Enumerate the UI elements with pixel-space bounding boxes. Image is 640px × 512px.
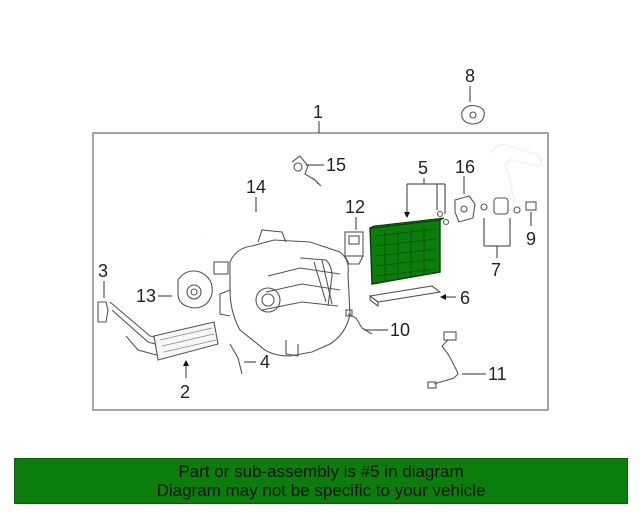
assembly-frame (92, 132, 549, 411)
part-8-grommet[interactable]: 8 (461, 66, 485, 125)
part-3-clip[interactable]: 3 (97, 261, 109, 323)
callout-3-label: 3 (98, 261, 108, 281)
callout-12-label: 12 (345, 197, 365, 217)
callout-2-label: 2 (180, 382, 190, 402)
callout-4-label: 4 (260, 352, 270, 372)
callout-8-label: 8 (465, 66, 475, 86)
callout-7-label: 7 (491, 260, 501, 280)
part-10-thermistor[interactable]: 10 (345, 309, 410, 340)
fitment-banner: Part or sub-assembly is #5 in diagram Di… (14, 458, 628, 504)
part-11-wire-harness[interactable]: 11 (427, 331, 507, 389)
callout-6-label: 6 (460, 288, 470, 308)
callout-15-label: 15 (326, 155, 346, 175)
part-7-expansion-valve[interactable]: 7 (480, 144, 542, 280)
part-5-evaporator[interactable]: 5 (369, 158, 450, 285)
part-4-pipe[interactable]: 4 (229, 343, 270, 375)
callout-5-label: 5 (418, 158, 428, 178)
callout-1[interactable]: 1 (313, 102, 323, 133)
part-13-blower-motor[interactable]: 13 (136, 270, 213, 309)
heater-unit-housing (213, 229, 351, 357)
part-12-actuator[interactable]: 12 (344, 197, 365, 265)
part-9-plug[interactable]: 9 (525, 201, 537, 249)
callout-10-label: 10 (390, 320, 410, 340)
part-15-sensor[interactable]: 15 (291, 155, 346, 187)
banner-line-2: Diagram may not be specific to your vehi… (156, 481, 486, 500)
callout-11-label: 11 (488, 364, 507, 384)
part-14-drain-hose[interactable]: 14 (207, 177, 325, 237)
callout-16-label: 16 (455, 157, 475, 177)
callout-14-label: 14 (246, 177, 266, 197)
banner-line-1: Part or sub-assembly is #5 in diagram (178, 462, 464, 481)
part-16-bracket[interactable]: 16 (454, 157, 476, 223)
callout-9-label: 9 (526, 229, 536, 249)
part-2-heater-core[interactable]: 2 (109, 301, 219, 402)
callout-1-label: 1 (313, 102, 323, 122)
part-6-evaporator-case[interactable]: 6 (368, 285, 470, 308)
callout-13-label: 13 (136, 286, 156, 306)
